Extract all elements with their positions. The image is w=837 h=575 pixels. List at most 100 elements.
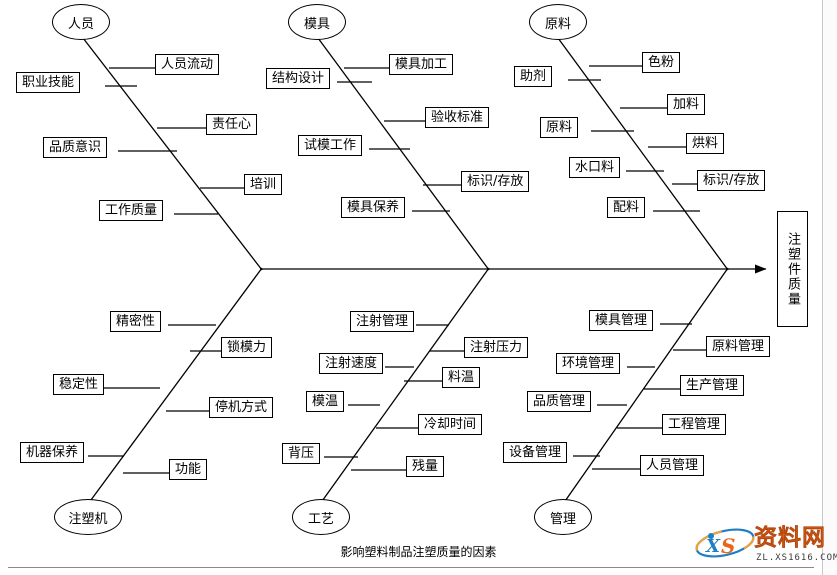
- cause-label: 人员管理: [646, 458, 699, 473]
- watermark-url: ZL.XS1616.COM: [756, 553, 837, 563]
- result-label: 注塑件质量: [785, 231, 800, 307]
- cause-label: 注射速度: [325, 356, 378, 371]
- branch-rib-material: [557, 37, 729, 271]
- category-ellipse-personnel[interactable]: 人员: [52, 4, 110, 40]
- diagram-caption: 影响塑料制品注塑质量的因素: [340, 545, 497, 559]
- category-label: 人员: [67, 16, 94, 32]
- category-label: 原料: [544, 16, 571, 32]
- cause-label: 模具管理: [595, 313, 648, 328]
- cause-box-process-cushion[interactable]: 残量: [406, 456, 445, 477]
- branch-rib-process: [319, 267, 490, 505]
- cause-box-machine-function[interactable]: 功能: [169, 459, 208, 480]
- cause-box-machine-precision[interactable]: 精密性: [110, 311, 162, 332]
- cause-label: 模具加工: [395, 57, 448, 72]
- cause-label: 标识/存放: [703, 173, 760, 188]
- category-label: 注塑机: [68, 511, 108, 527]
- cause-box-machine-maintenance[interactable]: 机器保养: [20, 442, 85, 463]
- svg-text:S: S: [721, 534, 735, 558]
- cause-box-personnel-training[interactable]: 培训: [244, 174, 283, 195]
- branch-rib-mold: [317, 37, 490, 271]
- cause-label: 职业技能: [22, 75, 75, 90]
- cause-label: 试模工作: [304, 138, 357, 153]
- cause-box-mold-trial[interactable]: 试模工作: [298, 135, 363, 156]
- cause-box-material-color-powder[interactable]: 色粉: [642, 52, 681, 73]
- cause-label: 责任心: [212, 117, 252, 132]
- category-label: 工艺: [307, 511, 334, 527]
- cause-label: 烘料: [692, 136, 719, 151]
- cause-box-mold-machining[interactable]: 模具加工: [389, 54, 454, 75]
- cause-box-management-mold[interactable]: 模具管理: [589, 310, 654, 331]
- category-ellipse-machine[interactable]: 注塑机: [54, 499, 122, 535]
- cause-label: 标识/存放: [467, 174, 524, 189]
- cause-label: 生产管理: [686, 378, 739, 393]
- footer-divider: [8, 567, 814, 568]
- cause-box-material-feeding[interactable]: 加料: [667, 94, 706, 115]
- cause-box-mold-structure-design[interactable]: 结构设计: [266, 68, 331, 89]
- cause-label: 模具保养: [347, 200, 400, 215]
- cause-box-material-compounding[interactable]: 配料: [607, 197, 646, 218]
- cause-box-personnel-responsibility[interactable]: 责任心: [206, 114, 258, 135]
- cause-label: 注射压力: [470, 340, 523, 355]
- cause-label: 稳定性: [59, 377, 99, 392]
- cause-box-material-drying[interactable]: 烘料: [686, 133, 725, 154]
- cause-box-management-quality[interactable]: 品质管理: [527, 391, 592, 412]
- cause-label: 注射管理: [356, 314, 409, 329]
- cause-box-process-melt-temp[interactable]: 料温: [442, 367, 481, 388]
- category-label: 管理: [549, 511, 576, 527]
- cause-box-personnel-turnover[interactable]: 人员流动: [155, 54, 220, 75]
- category-ellipse-material[interactable]: 原料: [529, 4, 587, 40]
- cause-box-mold-maintenance[interactable]: 模具保养: [341, 197, 406, 218]
- cause-box-management-personnel[interactable]: 人员管理: [640, 455, 705, 476]
- xs-logo-icon: X S: [695, 528, 755, 558]
- cause-box-machine-clamping-force[interactable]: 锁模力: [221, 337, 273, 358]
- cause-label: 料温: [448, 370, 475, 385]
- cause-label: 机器保养: [26, 445, 79, 460]
- cause-box-process-back-pressure[interactable]: 背压: [282, 443, 321, 464]
- cause-label: 验收标准: [431, 110, 484, 125]
- category-label: 模具: [303, 16, 330, 32]
- cause-box-management-engineering[interactable]: 工程管理: [662, 414, 727, 435]
- cause-label: 冷却时间: [424, 417, 477, 432]
- cause-label: 配料: [613, 200, 640, 215]
- cause-box-management-material[interactable]: 原料管理: [706, 336, 771, 357]
- branch-rib-personnel: [82, 37, 263, 271]
- cause-box-material-raw[interactable]: 原料: [540, 117, 579, 138]
- cause-label: 人员流动: [161, 57, 214, 72]
- cause-box-material-additive[interactable]: 助剂: [514, 66, 553, 87]
- cause-label: 环境管理: [562, 356, 615, 371]
- cause-box-material-identification-storage[interactable]: 标识/存放: [697, 170, 766, 191]
- cause-box-mold-identification-storage[interactable]: 标识/存放: [461, 171, 530, 192]
- svg-text:X: X: [705, 536, 721, 557]
- cause-box-personnel-skill[interactable]: 职业技能: [16, 72, 81, 93]
- cause-box-process-injection-speed[interactable]: 注射速度: [319, 353, 384, 374]
- cause-box-management-environment[interactable]: 环境管理: [556, 353, 621, 374]
- cause-label: 原料管理: [712, 339, 765, 354]
- category-ellipse-mold[interactable]: 模具: [288, 4, 346, 40]
- cause-label: 功能: [175, 462, 202, 477]
- cause-label: 工程管理: [668, 417, 721, 432]
- cause-box-process-injection-pressure[interactable]: 注射压力: [464, 337, 529, 358]
- cause-box-management-production[interactable]: 生产管理: [680, 375, 745, 396]
- cause-box-mold-acceptance-standard[interactable]: 验收标准: [425, 107, 490, 128]
- cause-label: 培训: [250, 177, 277, 192]
- page-right-margin: [823, 0, 837, 575]
- result-effect-box[interactable]: 注塑件质量: [777, 211, 808, 327]
- category-ellipse-management[interactable]: 管理: [534, 499, 592, 535]
- cause-box-machine-stability[interactable]: 稳定性: [53, 374, 105, 395]
- cause-box-personnel-quality-awareness[interactable]: 品质意识: [43, 137, 108, 158]
- cause-label: 停机方式: [215, 400, 268, 415]
- branch-rib-management: [562, 267, 729, 505]
- cause-box-material-sprue[interactable]: 水口料: [569, 157, 621, 178]
- cause-box-process-injection-management[interactable]: 注射管理: [350, 311, 415, 332]
- cause-box-process-mold-temp[interactable]: 模温: [306, 391, 345, 412]
- cause-box-management-equipment[interactable]: 设备管理: [503, 442, 568, 463]
- category-ellipse-process[interactable]: 工艺: [292, 499, 350, 535]
- cause-box-machine-shutdown-mode[interactable]: 停机方式: [209, 397, 274, 418]
- cause-label: 水口料: [575, 160, 615, 175]
- cause-label: 模温: [312, 394, 339, 409]
- cause-label: 助剂: [520, 69, 547, 84]
- cause-label: 锁模力: [227, 340, 267, 355]
- branch-rib-machine: [87, 267, 263, 505]
- cause-box-process-cooling-time[interactable]: 冷却时间: [418, 414, 483, 435]
- cause-box-personnel-work-quality[interactable]: 工作质量: [99, 200, 164, 221]
